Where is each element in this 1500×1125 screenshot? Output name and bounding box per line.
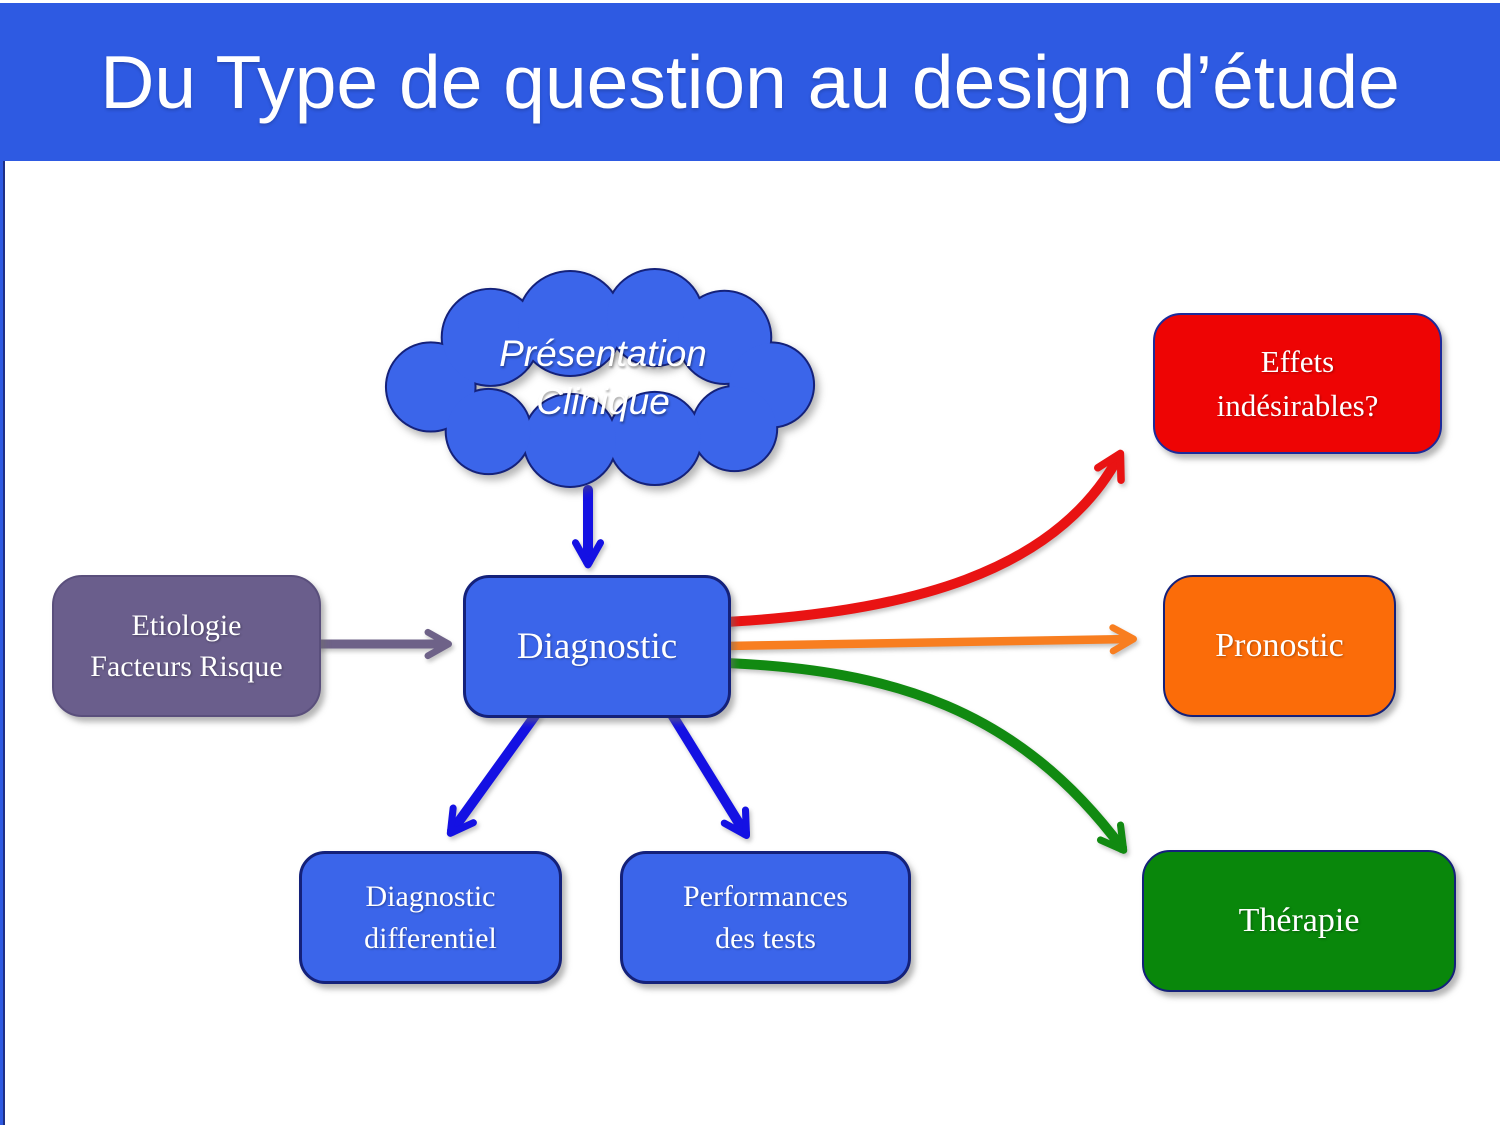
etiologie-line1: Etiologie [131,609,242,642]
arrow-diagnostic-to-pronostic [721,624,1137,655]
node-pronostic: Pronostic [1163,575,1396,717]
etiologie-line2: Facteurs Risque [90,650,283,683]
cloud-presentation-clinique: Présentation Clinique [403,330,803,426]
arrow-diagnostic-to-therapie [721,658,1128,854]
slide-title: Du Type de question au design d’étude [100,40,1400,124]
effets-line2: indésirables? [1216,387,1379,423]
arrow-diagnostic-to-performances-des-tests [666,708,751,839]
pronostic-label: Pronostic [1215,627,1344,664]
node-diagnostic-differentiel: Diagnostic differentiel [299,851,562,984]
title-bar: Du Type de question au design d’étude [0,3,1500,161]
cloud-label-line1: Présentation [499,333,707,374]
node-performances-des-tests: Performances des tests [620,851,911,984]
diagdiff-line2: differentiel [364,921,497,955]
arrow-diagnostic-to-diagnostic-differentiel [446,708,542,837]
cloud-label-line2: Clinique [536,381,670,422]
cloud-shape [384,268,816,489]
effets-line1: Effets [1260,343,1335,379]
node-effets-indesirables: Effets indésirables? [1153,313,1442,454]
node-diagnostic: Diagnostic [463,575,731,718]
cloud-body [386,269,814,487]
node-etiologie-facteurs-risque: Etiologie Facteurs Risque [52,575,321,717]
perf-line2: des tests [715,921,816,955]
node-therapie: Thérapie [1142,850,1456,992]
perf-line1: Performances [683,879,848,913]
diagdiff-line1: Diagnostic [365,879,496,913]
therapie-label: Thérapie [1238,902,1360,939]
slide-left-edge [0,3,5,1125]
diagnostic-label: Diagnostic [516,626,678,667]
